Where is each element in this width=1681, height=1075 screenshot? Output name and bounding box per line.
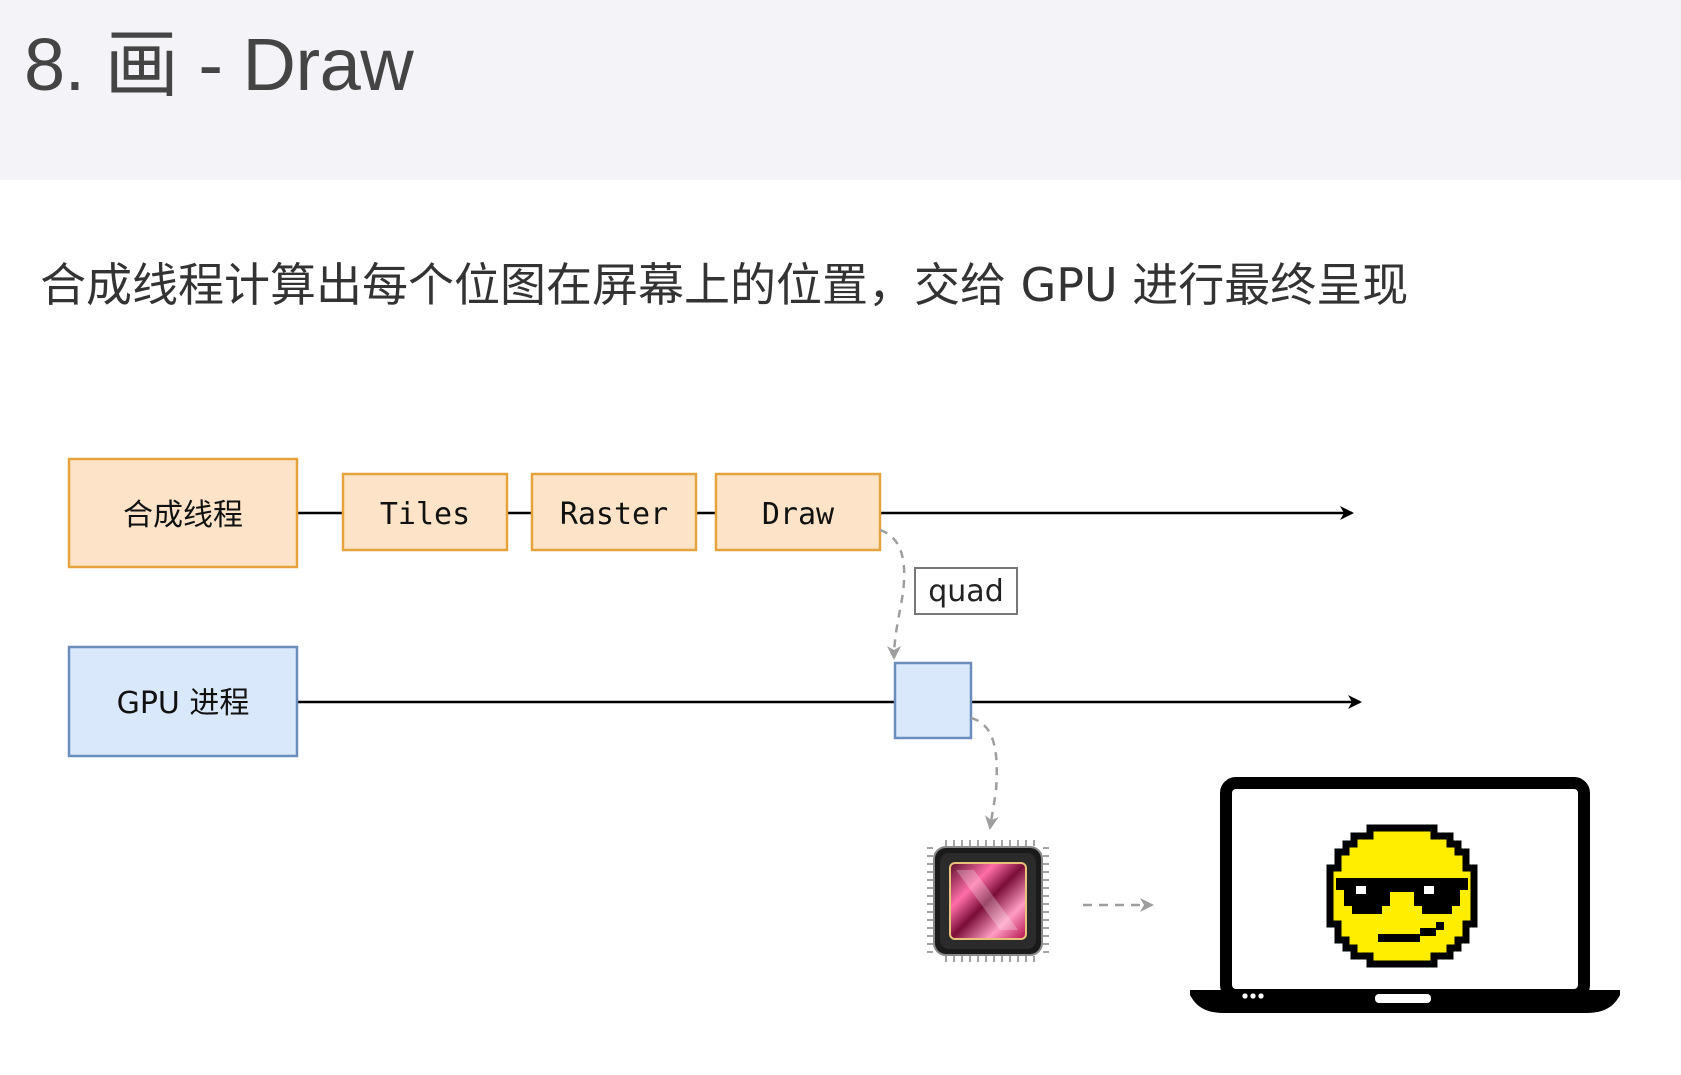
slide-header: 8. 画 - Draw [0, 0, 1681, 180]
slide-subtitle: 合成线程计算出每个位图在屏幕上的位置，交给 GPU 进行最终呈现 [40, 258, 1409, 312]
gpu-chip-icon [927, 840, 1049, 962]
quad-arrow [879, 528, 906, 660]
step-box-tiles [341, 472, 509, 552]
step-box-draw [714, 472, 882, 552]
step-label-raster: Raster [560, 497, 668, 532]
compositor-thread-box [67, 457, 299, 569]
step-label-draw: Draw [762, 497, 835, 532]
quad-label-box [914, 567, 1018, 615]
gpu-process-label: GPU 进程 [117, 686, 250, 721]
gpu-task-block [893, 661, 973, 740]
slide-title: 8. 画 - Draw [24, 23, 414, 106]
quad-label: quad [928, 574, 1003, 609]
cool-smiley-icon [1326, 824, 1478, 968]
compositor-thread-label: 合成线程 [123, 498, 243, 533]
step-label-tiles: Tiles [380, 497, 470, 532]
gpu-process-box [67, 645, 299, 758]
step-box-raster [530, 472, 698, 552]
gpu-to-chip-arrow [970, 716, 999, 830]
